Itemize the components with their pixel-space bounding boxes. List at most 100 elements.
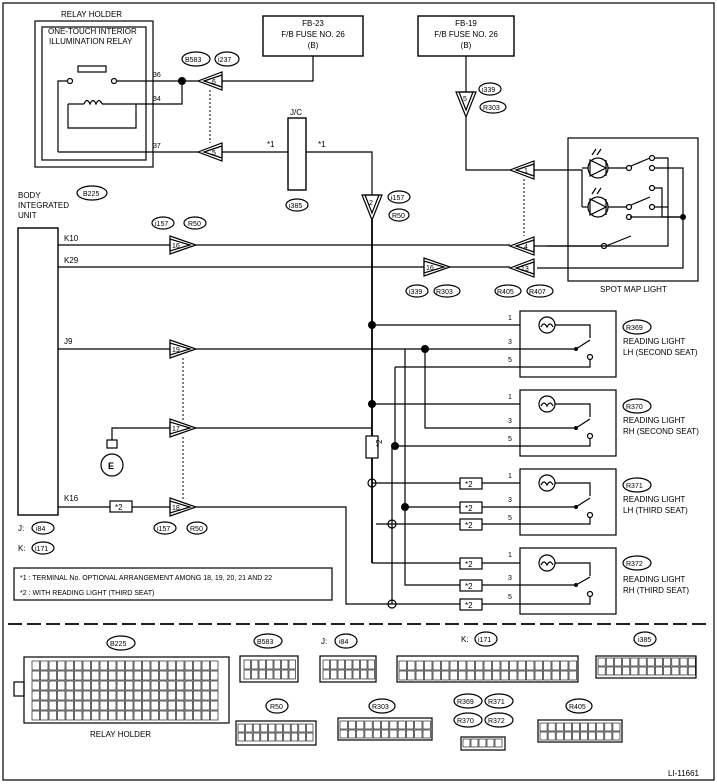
relay-name-line2: ILLUMINATION RELAY xyxy=(49,37,133,46)
connector-pin-cell xyxy=(494,738,503,748)
connector-pin-cell xyxy=(398,670,407,681)
connector-b225-view: B225 RELAY HOLDER xyxy=(13,635,230,739)
connector-pin-cell xyxy=(108,680,117,691)
connector-pin-cell xyxy=(125,700,134,711)
connector-pin-cell xyxy=(288,659,296,670)
connector-pin-cell xyxy=(322,659,330,670)
connector-pin-cell xyxy=(31,710,40,721)
biu-label: BODY xyxy=(18,191,41,200)
connector-pin-cell xyxy=(142,710,151,721)
note-ref: *1 xyxy=(267,140,275,149)
terminal-label: K29 xyxy=(64,256,79,265)
connector-pin-cell xyxy=(381,729,390,739)
connector-pin-cell xyxy=(99,680,108,691)
note-line: *1 : TERMINAL No. OPTIONAL ARRANGEMENT A… xyxy=(20,575,272,582)
connector-pin-cell xyxy=(201,670,210,681)
connector-pin-cell xyxy=(622,666,631,676)
connector-pin-cell xyxy=(414,720,423,730)
connector-pin-cell xyxy=(91,710,100,721)
connector-pin-cell xyxy=(630,666,639,676)
connector-pin-cell xyxy=(142,670,151,681)
connector-pin-cell xyxy=(322,669,330,680)
connector-pin-cell xyxy=(251,659,259,670)
ground-icon xyxy=(100,453,124,477)
jc-label: J/C xyxy=(290,108,302,117)
connector-pin-cell xyxy=(251,669,259,680)
terminal-label: 5 xyxy=(508,357,512,364)
connector-pin-cell xyxy=(655,666,663,676)
connector-pin-cell xyxy=(258,669,266,680)
notes-box xyxy=(13,567,333,601)
pin-number: 2 xyxy=(369,200,373,207)
connector-pin-cell xyxy=(210,690,219,701)
relay-box xyxy=(41,26,147,161)
connector-pin-cell xyxy=(193,660,202,671)
connector-pin-cell xyxy=(74,680,83,691)
connector-pin-cell xyxy=(466,670,475,681)
connector-pin-cell xyxy=(176,660,185,671)
connector-pin-cell xyxy=(74,670,83,681)
connector-pin-cell xyxy=(150,660,159,671)
conn-tag-text: R303 xyxy=(372,704,389,711)
biu-label: UNIT xyxy=(18,211,37,220)
terminal-label: 3 xyxy=(508,575,512,582)
connector-pin-cell xyxy=(40,660,49,671)
conn-tag-text: i237 xyxy=(218,57,231,64)
connector-pin-cell xyxy=(356,720,365,730)
pin-number: 4 xyxy=(524,244,528,251)
connector-pin-cell xyxy=(534,660,543,671)
conn-tag-text: R369 xyxy=(626,325,643,332)
connector-pin-cell xyxy=(252,723,261,733)
fuse-label: F/B FUSE NO. 26 xyxy=(434,30,498,39)
connector-pin-cell xyxy=(74,700,83,711)
connector-pin-cell xyxy=(290,732,299,742)
connector-pin-cell xyxy=(339,720,348,730)
connector-pin-cell xyxy=(432,670,441,681)
connector-pin-cell xyxy=(398,660,407,671)
connector-pin-cell xyxy=(116,700,125,711)
connector-pin-cell xyxy=(679,666,688,676)
connector-pin-cell xyxy=(563,731,572,741)
terminal-label: 3 xyxy=(508,418,512,425)
connector-pin-cell xyxy=(237,732,245,742)
conn-tag-text: R50 xyxy=(392,213,405,220)
conn-tag-text: R50 xyxy=(270,704,283,711)
terminal-label: 5 xyxy=(508,515,512,522)
connector-pin-6 xyxy=(196,71,223,91)
connector-pin-cell xyxy=(116,680,125,691)
ground-terminal xyxy=(106,439,118,449)
connector-pin-cell xyxy=(605,657,614,667)
connector-pin-cell xyxy=(91,700,100,711)
connector-pin-cell xyxy=(406,729,414,739)
connector-pin-cell xyxy=(389,720,398,730)
reading-light-name: RH (THIRD SEAT) xyxy=(623,586,689,595)
conn-tag-text: i385 xyxy=(289,203,302,210)
connector-pin-cell xyxy=(266,669,274,680)
pin-label: 36 xyxy=(153,72,161,79)
connector-pin-cell xyxy=(176,700,185,711)
terminal-label: K16 xyxy=(64,494,79,503)
connector-pin-cell xyxy=(31,660,40,671)
connector-r405-view: R405 xyxy=(537,698,623,743)
connector-pin-cell xyxy=(345,669,353,680)
connector-pin-cell xyxy=(281,659,289,670)
conn-tag-text: i171 xyxy=(478,637,491,644)
connector-pin-cell xyxy=(184,670,193,681)
connector-pin-cell xyxy=(551,670,560,681)
pin-number: 16 xyxy=(172,243,180,250)
connector-pin-cell xyxy=(352,659,360,670)
connector-pin-cell xyxy=(638,666,647,676)
note-ref: *2 xyxy=(375,439,384,447)
reading-light-name: LH (SECOND SEAT) xyxy=(623,348,698,357)
connector-pin-cell xyxy=(159,690,168,701)
connector-pin-cell xyxy=(237,723,245,733)
terminal-label: 1 xyxy=(508,394,512,401)
note-ref: *2 xyxy=(115,503,123,512)
connector-pin-cell xyxy=(572,731,580,741)
connector-pin-cell xyxy=(57,690,66,701)
conn-tag-text: i157 xyxy=(157,526,170,533)
reading-light-name: READING LIGHT xyxy=(623,337,685,346)
conn-tag-text: R370 xyxy=(626,404,643,411)
connector-pin-cell xyxy=(330,659,338,670)
